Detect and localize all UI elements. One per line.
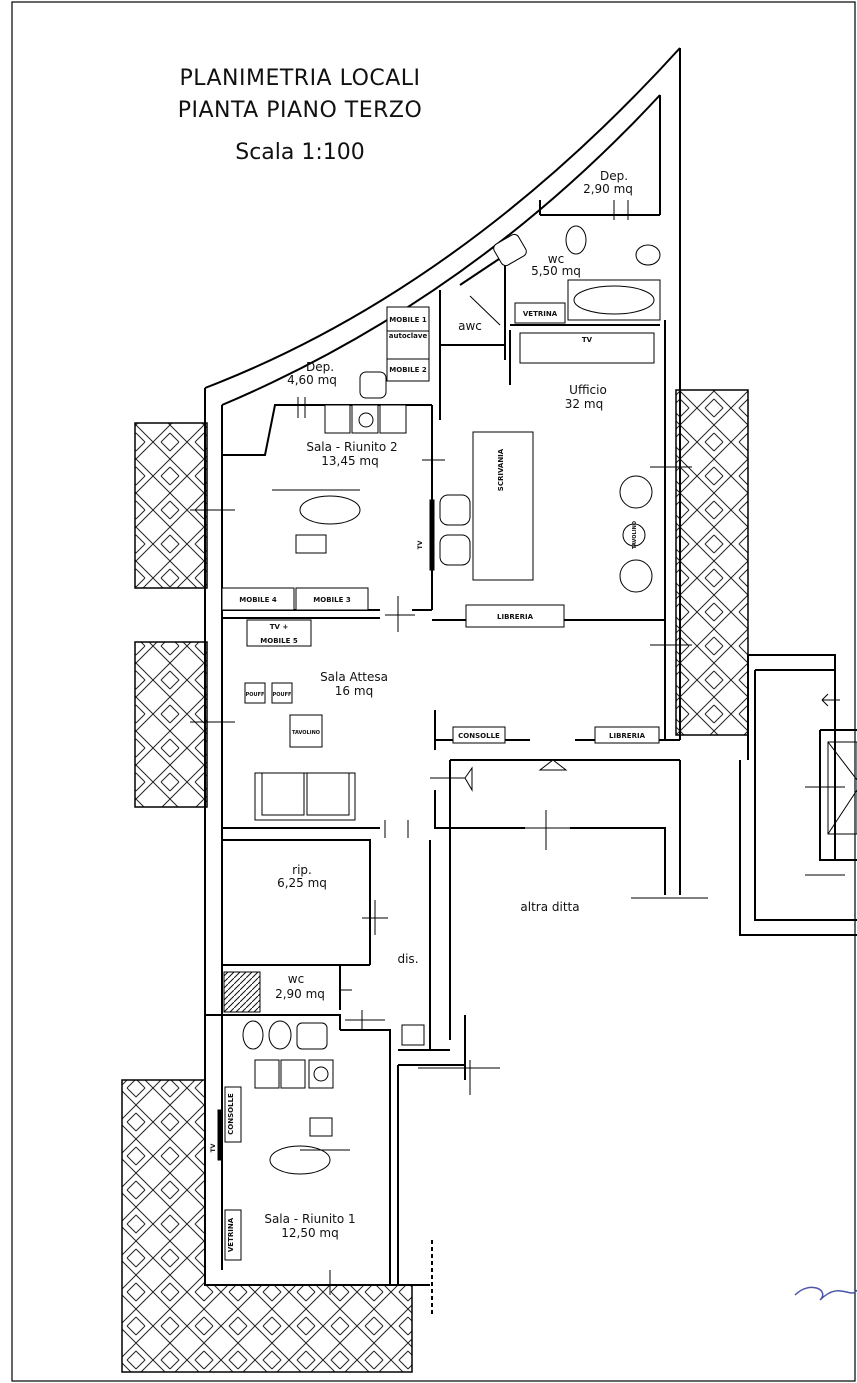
title-line-2: PIANTA PIANO TERZO bbox=[177, 98, 423, 123]
room-wc-bottom-area: 2,90 mq bbox=[275, 987, 325, 1001]
room-sala-riunito-2-name: Sala - Riunito 2 bbox=[306, 440, 397, 454]
room-wc-top-area: 5,50 mq bbox=[531, 264, 581, 278]
room-wc-top-name: wc bbox=[548, 252, 564, 266]
label-tavolino: TAVOLINO bbox=[292, 730, 320, 736]
sheet-border bbox=[11, 1, 856, 1382]
label-tv-top: TV bbox=[582, 336, 593, 344]
label-consolle-bottom: CONSOLLE bbox=[227, 1093, 235, 1135]
label-consolle-mid: CONSOLLE bbox=[458, 732, 500, 740]
door-marks bbox=[190, 200, 845, 1315]
title-scale: Scala 1:100 bbox=[235, 140, 365, 165]
room-dep-top-name: Dep. bbox=[600, 169, 628, 183]
room-dep-left-name: Dep. bbox=[306, 360, 334, 374]
room-ufficio-name: Ufficio bbox=[569, 383, 607, 397]
label-tv-plus: TV + bbox=[270, 623, 289, 631]
label-libreria-mid: LIBRERIA bbox=[497, 613, 534, 621]
balconies bbox=[121, 389, 749, 1373]
label-tv-side: TV bbox=[417, 540, 424, 549]
title-line-1: PLANIMETRIA LOCALI bbox=[179, 66, 421, 91]
room-rip-area: 6,25 mq bbox=[277, 876, 327, 890]
furniture bbox=[217, 225, 661, 1261]
label-mobile4: MOBILE 4 bbox=[239, 596, 277, 604]
room-sala-attesa-name: Sala Attesa bbox=[320, 670, 388, 684]
room-altra-ditta-name: altra ditta bbox=[520, 900, 579, 914]
room-wc-bottom-name: wc bbox=[288, 972, 304, 986]
room-ufficio-area: 32 mq bbox=[565, 397, 603, 411]
room-rip-name: rip. bbox=[292, 863, 312, 877]
label-vetrina-bottom: VETRINA bbox=[227, 1217, 235, 1252]
label-mobile1: MOBILE 1 bbox=[389, 316, 427, 324]
label-tavolino-round: TAVOLINO bbox=[632, 521, 638, 549]
room-sala-riunito-1-name: Sala - Riunito 1 bbox=[264, 1212, 355, 1226]
room-sala-riunito-2-area: 13,45 mq bbox=[321, 454, 378, 468]
room-dep-top-area: 2,90 mq bbox=[583, 182, 633, 196]
room-labels: Dep. 2,90 mq wc 5,50 mq awc Dep. 4,60 mq… bbox=[264, 169, 633, 1240]
label-pouff1: POUFF bbox=[246, 692, 265, 698]
label-autoclave: autoclave bbox=[389, 332, 428, 340]
room-dis-name: dis. bbox=[397, 952, 418, 966]
furniture-labels: MOBILE 1 autoclave MOBILE 2 VETRINA TV S… bbox=[210, 310, 646, 1252]
room-dep-left-area: 4,60 mq bbox=[287, 373, 337, 387]
label-vetrina-top: VETRINA bbox=[523, 310, 558, 318]
room-sala-attesa-area: 16 mq bbox=[335, 684, 373, 698]
label-pouff2: POUFF bbox=[273, 692, 292, 698]
room-awc-name: awc bbox=[458, 319, 482, 333]
label-mobile2: MOBILE 2 bbox=[389, 366, 427, 374]
walls bbox=[204, 47, 857, 1286]
label-scrivania: SCRIVANIA bbox=[497, 448, 505, 491]
label-tv-bottom: TV bbox=[210, 1143, 217, 1152]
room-sala-riunito-1-area: 12,50 mq bbox=[281, 1226, 338, 1240]
label-mobile3: MOBILE 3 bbox=[313, 596, 351, 604]
label-mobile5: MOBILE 5 bbox=[260, 637, 298, 645]
label-libreria-bottom: LIBRERIA bbox=[609, 732, 646, 740]
signature bbox=[794, 1286, 857, 1301]
